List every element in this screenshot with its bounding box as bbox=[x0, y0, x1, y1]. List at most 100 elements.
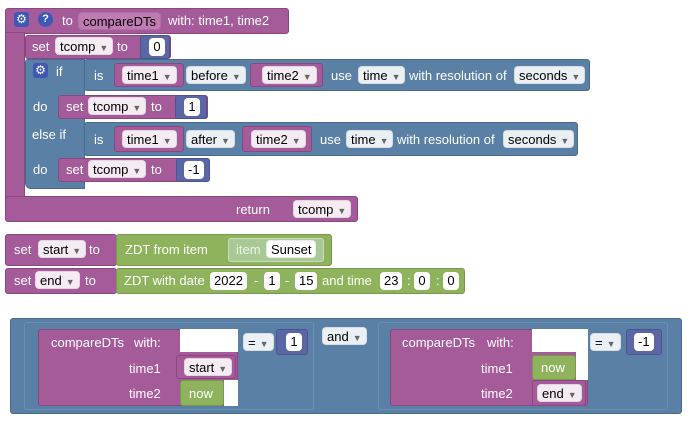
right-eq-text: = bbox=[595, 335, 603, 350]
right-call-gap-top bbox=[532, 329, 588, 352]
right-eq-dropdown[interactable]: =▼ bbox=[590, 333, 621, 351]
chevron-down-icon: ▼ bbox=[302, 71, 312, 82]
chevron-down-icon: ▼ bbox=[259, 338, 269, 349]
chevron-down-icon: ▼ bbox=[132, 165, 142, 176]
to-label-do2: to bbox=[151, 162, 162, 177]
chevron-down-icon: ▼ bbox=[571, 71, 581, 82]
mode-text-2: time bbox=[351, 132, 376, 147]
chevron-down-icon: ▼ bbox=[218, 363, 228, 374]
right-var-end-dropdown[interactable]: end▼ bbox=[537, 384, 582, 402]
time1-dropdown-1[interactable]: time1▼ bbox=[122, 66, 177, 84]
date-sep-2: - bbox=[285, 273, 290, 288]
left-time2-label: time2 bbox=[129, 386, 161, 401]
time1-dropdown-2[interactable]: time1▼ bbox=[122, 130, 177, 148]
procedure-to-label: to bbox=[62, 13, 73, 28]
second-field[interactable]: 0 bbox=[443, 272, 459, 290]
chevron-down-icon: ▼ bbox=[99, 42, 109, 53]
right-time2-label: time2 bbox=[481, 386, 513, 401]
operator-dropdown-2[interactable]: after▼ bbox=[186, 130, 235, 148]
right-now-label: now bbox=[541, 360, 565, 375]
set-start-to-label: to bbox=[89, 242, 100, 257]
right-call-gap-mid bbox=[576, 352, 588, 380]
use-label-1: use bbox=[331, 68, 352, 83]
to-label-do1: to bbox=[151, 99, 162, 114]
month-field[interactable]: 1 bbox=[264, 272, 280, 290]
and-time-label: and time bbox=[322, 273, 372, 288]
left-call-gap-bottom bbox=[224, 380, 238, 406]
chevron-down-icon: ▼ bbox=[337, 205, 347, 216]
operator-dropdown-1[interactable]: before▼ bbox=[186, 66, 246, 84]
to-label: to bbox=[117, 39, 128, 54]
number-field-do1[interactable]: 1 bbox=[184, 98, 200, 116]
chevron-down-icon: ▼ bbox=[560, 135, 570, 146]
var-start-dropdown[interactable]: start▼ bbox=[38, 240, 87, 258]
use-label-2: use bbox=[320, 132, 341, 147]
and-text: and bbox=[327, 329, 349, 344]
return-label: return bbox=[236, 202, 270, 217]
do-label-1: do bbox=[33, 99, 48, 114]
time1-text-2: time1 bbox=[127, 132, 159, 147]
minute-field[interactable]: 0 bbox=[414, 272, 430, 290]
return-var-text: tcomp bbox=[298, 202, 334, 217]
if-gear-icon[interactable]: ⚙ bbox=[33, 63, 48, 78]
if-label: if bbox=[56, 64, 63, 79]
chevron-down-icon: ▼ bbox=[231, 71, 241, 82]
chevron-down-icon: ▼ bbox=[72, 245, 82, 256]
zdt-from-item-label: ZDT from item bbox=[125, 242, 208, 257]
mode-dropdown-1[interactable]: time▼ bbox=[358, 66, 406, 84]
var-start-text: start bbox=[43, 242, 69, 257]
procedure-params-label: with: time1, time2 bbox=[168, 13, 270, 28]
left-now-block[interactable] bbox=[180, 380, 224, 406]
time2-dropdown-1[interactable]: time2▼ bbox=[262, 66, 317, 84]
var-tcomp-dropdown-do1[interactable]: tcomp▼ bbox=[88, 97, 147, 115]
chevron-down-icon: ▼ bbox=[379, 135, 389, 146]
set-end-label: set bbox=[14, 273, 32, 288]
and-operator-dropdown[interactable]: and▼ bbox=[322, 327, 367, 345]
left-eq-text: = bbox=[248, 335, 256, 350]
var-tcomp-dropdown-do2[interactable]: tcomp▼ bbox=[88, 160, 147, 178]
set-label-do1: set bbox=[66, 99, 84, 114]
left-var-start-dropdown[interactable]: start▼ bbox=[184, 358, 233, 376]
time-sep-2: : bbox=[436, 273, 440, 288]
hour-field[interactable]: 23 bbox=[380, 272, 403, 290]
right-var-end-text: end bbox=[542, 386, 564, 401]
left-eq-dropdown[interactable]: =▼ bbox=[243, 333, 274, 351]
left-now-label: now bbox=[189, 386, 213, 401]
zdt-with-date-label: ZDT with date bbox=[124, 273, 205, 288]
left-call-gap-top bbox=[180, 329, 238, 352]
chevron-down-icon: ▼ bbox=[65, 276, 75, 287]
day-field[interactable]: 15 bbox=[295, 272, 318, 290]
gear-icon[interactable]: ⚙ bbox=[14, 12, 29, 27]
number-field-do2[interactable]: -1 bbox=[184, 161, 204, 179]
mode-dropdown-2[interactable]: time▼ bbox=[346, 130, 394, 148]
right-now-block[interactable] bbox=[532, 355, 576, 380]
unit-text-2: seconds bbox=[508, 132, 557, 147]
year-field[interactable]: 2022 bbox=[210, 272, 247, 290]
procedure-name-field[interactable]: compareDTs bbox=[78, 12, 161, 30]
item-name-field[interactable]: Sunset bbox=[266, 240, 317, 258]
operator-text-1: before bbox=[191, 68, 228, 83]
date-sep-1: - bbox=[254, 273, 259, 288]
time2-dropdown-2[interactable]: time2▼ bbox=[251, 130, 306, 148]
return-var-dropdown[interactable]: tcomp▼ bbox=[293, 200, 352, 218]
zdt-with-date-block[interactable] bbox=[116, 268, 465, 294]
var-tcomp-text-do1: tcomp bbox=[93, 99, 129, 114]
do-label-2: do bbox=[33, 162, 48, 177]
var-tcomp-dropdown[interactable]: tcomp▼ bbox=[55, 37, 114, 55]
chevron-down-icon: ▼ bbox=[162, 71, 172, 82]
time-sep-1: : bbox=[407, 273, 411, 288]
left-time1-label: time1 bbox=[129, 361, 161, 376]
unit-dropdown-2[interactable]: seconds▼ bbox=[503, 130, 575, 148]
right-number-field[interactable]: -1 bbox=[634, 333, 654, 351]
chevron-down-icon: ▼ bbox=[132, 102, 142, 113]
left-number-field[interactable]: 1 bbox=[286, 333, 302, 351]
help-icon[interactable]: ? bbox=[38, 12, 53, 27]
unit-dropdown-1[interactable]: seconds▼ bbox=[514, 66, 586, 84]
var-end-text: end bbox=[40, 273, 62, 288]
var-end-dropdown[interactable]: end▼ bbox=[35, 271, 80, 289]
chevron-down-icon: ▼ bbox=[162, 135, 172, 146]
is-label-1: is bbox=[94, 68, 104, 83]
number-field[interactable]: 0 bbox=[149, 38, 165, 56]
mode-text-1: time bbox=[363, 68, 388, 83]
chevron-down-icon: ▼ bbox=[221, 135, 230, 146]
